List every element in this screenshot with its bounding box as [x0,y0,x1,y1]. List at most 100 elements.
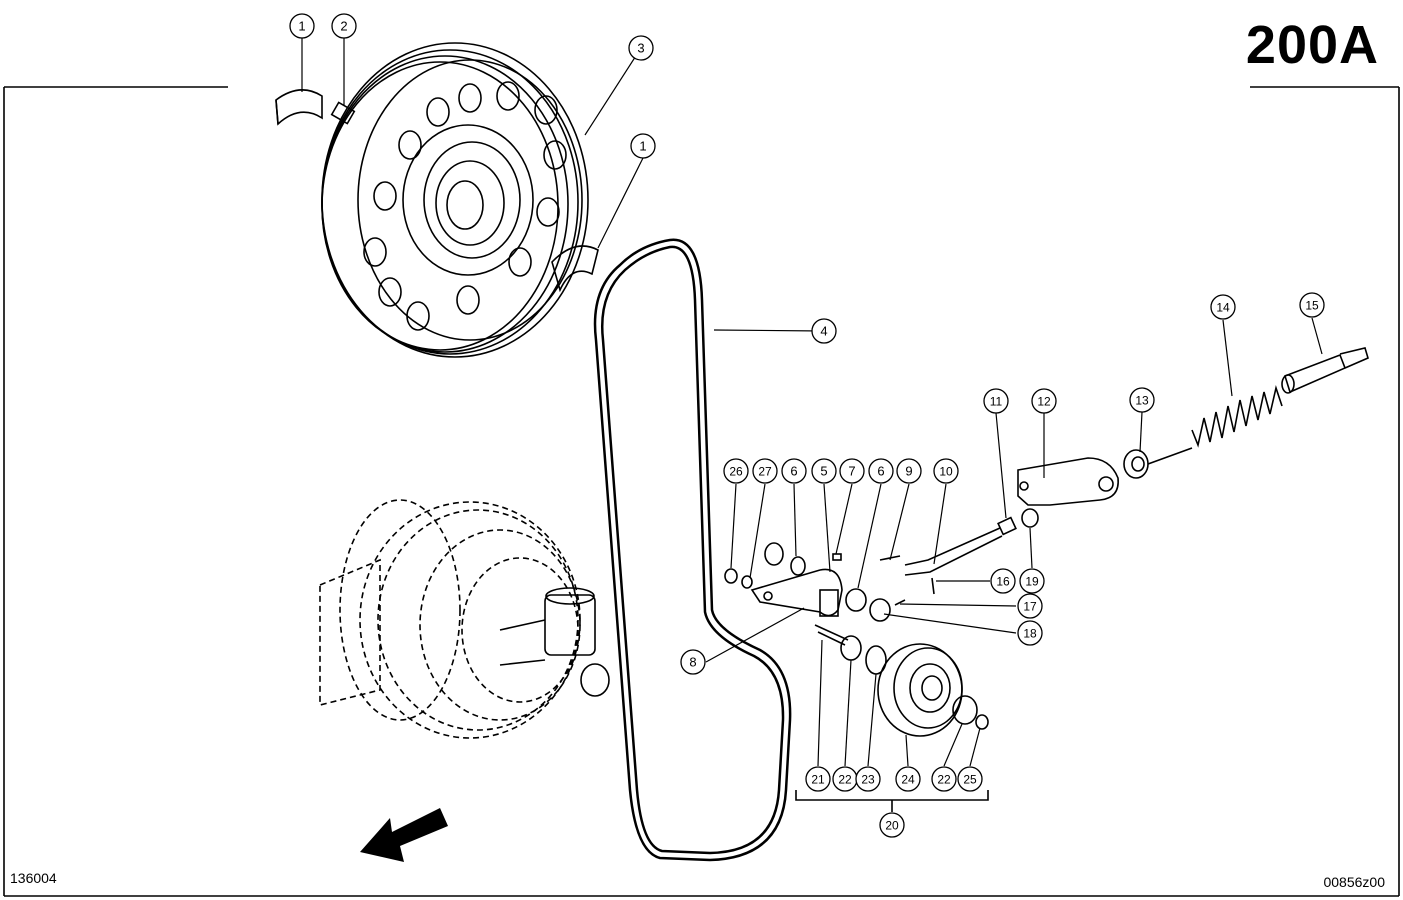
callout-c17: 17 [1017,593,1043,619]
callout-circle [839,458,865,484]
leader-lines [301,38,1323,767]
clamp-ring-right [551,245,599,293]
callout-label: 27 [758,465,772,479]
drive-drum-phantom [319,499,581,739]
callout-circle [723,458,749,484]
callout-c6b: 6 [868,458,894,484]
direction-arrow [360,808,448,862]
figure-code-left: 136004 [10,870,57,886]
callout-label: 16 [996,575,1010,589]
callout-c11: 11 [983,388,1009,414]
callout-c26: 26 [723,458,749,484]
callout-c8: 8 [680,649,706,675]
callout-c14: 14 [1210,294,1236,320]
small-parts [724,553,989,730]
callout-c27: 27 [752,458,778,484]
callout-circle [811,458,837,484]
callout-c4: 4 [811,318,837,344]
callout-c18: 18 [1017,620,1043,646]
callout-label: 9 [905,464,912,479]
callout-label: 13 [1135,394,1149,408]
frame-lines [3,86,1400,897]
large-pulley [321,42,589,358]
callout-circle [781,458,807,484]
callout-label: 6 [877,464,884,479]
callout-circle [931,766,957,792]
compression-spring [1191,385,1283,448]
callout-label: 17 [1023,600,1037,614]
callout-c5: 5 [811,458,837,484]
page-title: 200A [1245,15,1379,75]
callout-c24: 24 [895,766,921,792]
callout-circle [811,318,837,344]
callout-circle [1017,593,1043,619]
callout-label: 18 [1023,627,1037,641]
callout-circle [805,766,831,792]
callout-c19: 19 [1019,568,1045,594]
callout-c22a: 22 [832,766,858,792]
callout-circle [1019,568,1045,594]
callout-label: 24 [901,773,915,787]
callout-circle [630,133,656,159]
callout-label: 23 [861,773,875,787]
callout-label: 22 [937,773,951,787]
callout-c20: 20 [879,812,905,838]
callout-c3: 3 [628,35,654,61]
callout-label: 2 [340,19,347,34]
callout-label: 7 [848,464,855,479]
clamp-ring-top [275,89,323,126]
callout-circle [855,766,881,792]
callout-circle [331,13,357,39]
callout-label: 25 [963,773,977,787]
callout-circle [752,458,778,484]
callout-c21: 21 [805,766,831,792]
tension-rod [904,508,1039,576]
callout-c15: 15 [1299,292,1325,318]
callout-circle [628,35,654,61]
callout-label: 20 [885,819,899,833]
callout-c12: 12 [1031,388,1057,414]
callout-label: 3 [637,41,644,56]
callout-circle [896,458,922,484]
callout-c1b: 1 [630,133,656,159]
callout-c25: 25 [957,766,983,792]
callout-label: 5 [820,464,827,479]
guide-bolt [1281,347,1369,394]
callout-c9: 9 [896,458,922,484]
callout-c16: 16 [990,568,1016,594]
key-part [330,101,356,125]
callout-circle [868,458,894,484]
callout-circle [990,568,1016,594]
spring-seat [1123,447,1193,479]
callout-c13: 13 [1129,387,1155,413]
callout-circle [933,458,959,484]
callout-circle [1210,294,1236,320]
figure-code-right: 00856z00 [1323,874,1385,890]
callout-c1a: 1 [289,13,315,39]
callout-label: 14 [1216,301,1230,315]
callout-circle [1017,620,1043,646]
callout-c2: 2 [331,13,357,39]
bushing-6a [764,542,806,576]
callout-label: 1 [298,19,305,34]
callout-label: 6 [790,464,797,479]
callout-circle [957,766,983,792]
callout-label: 8 [689,655,696,670]
idler-pulley [877,643,963,737]
callout-circle [1031,388,1057,414]
callout-c23: 23 [855,766,881,792]
callout-c7: 7 [839,458,865,484]
callout-circle [1129,387,1155,413]
callout-c22b: 22 [931,766,957,792]
callout-label: 21 [811,773,825,787]
callout-label: 15 [1305,299,1319,313]
callout-label: 1 [639,139,646,154]
v-belt [593,238,792,862]
callout-c10: 10 [933,458,959,484]
callout-label: 11 [990,395,1003,409]
callout-label: 19 [1025,575,1039,589]
drive-shaft-housing [499,587,610,697]
